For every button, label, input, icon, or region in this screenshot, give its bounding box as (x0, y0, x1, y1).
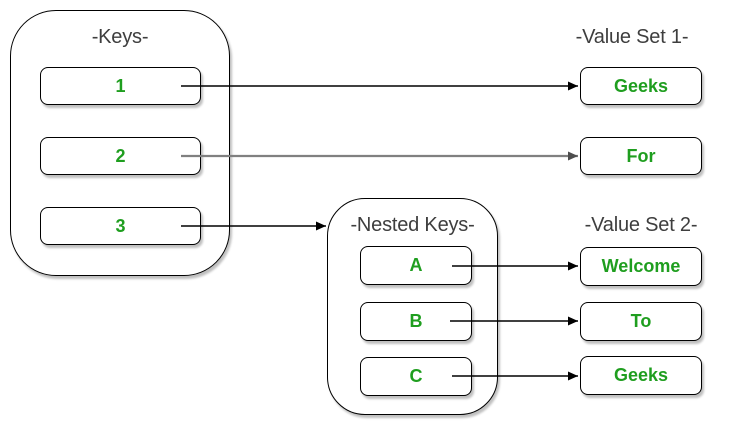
value-node-to: To (580, 302, 702, 341)
key-node-3: 3 (40, 207, 201, 245)
value-node-for: For (580, 137, 702, 175)
value-node-geeks-1: Geeks (580, 67, 702, 105)
value-set-2-title: -Value Set 2- (584, 214, 698, 236)
key-node-1: 1 (40, 67, 201, 105)
value-node-geeks-2: Geeks (580, 356, 702, 395)
keys-group-title: -Keys- (91, 26, 149, 48)
nested-key-node-b: B (360, 302, 472, 341)
key-node-2: 2 (40, 137, 201, 175)
nested-key-node-a: A (360, 246, 472, 285)
nested-keys-group-title: -Nested Keys- (350, 214, 475, 236)
nested-key-node-c: C (360, 357, 472, 396)
value-set-1-title: -Value Set 1- (575, 26, 689, 48)
value-node-welcome: Welcome (580, 247, 702, 286)
